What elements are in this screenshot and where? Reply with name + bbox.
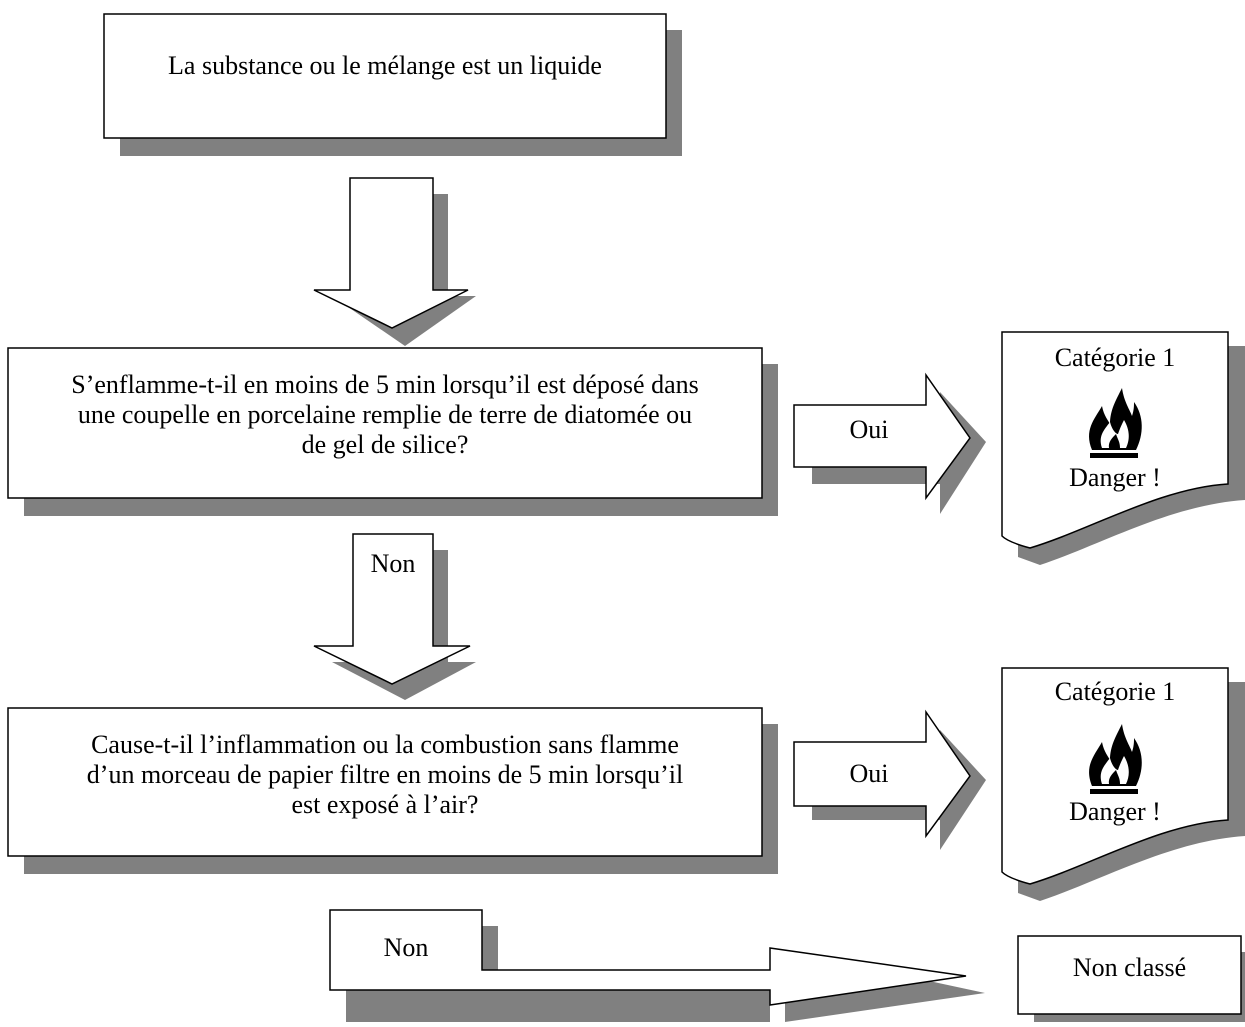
yes-label-2: Oui: [849, 759, 889, 788]
result2-box: [1001, 667, 1245, 901]
question1-box: [7, 347, 778, 516]
no-label-2: Non: [383, 933, 429, 962]
yes-arrow-2: [793, 709, 986, 850]
no-arrow-final: [329, 909, 985, 1022]
start-label: La substance ou le mélange est un liquid…: [168, 51, 602, 80]
result1-box: [1001, 331, 1245, 565]
result2-signal: Danger !: [1069, 797, 1161, 826]
result1-signal: Danger !: [1069, 463, 1161, 492]
question2-label: Cause-t-il l’inflammation ou la combusti…: [86, 730, 684, 819]
question1-label: S’enflamme-t-il en moins de 5 min lorsqu…: [71, 370, 699, 459]
start-box: [103, 13, 682, 156]
not-classified-label: Non classé: [1072, 953, 1187, 982]
not-classified-box: [1017, 935, 1245, 1022]
down-arrow-2: [313, 533, 476, 700]
down-arrow-1: [313, 177, 476, 346]
no-label-1: Non: [370, 549, 416, 578]
result1-category: Catégorie 1: [1054, 343, 1176, 372]
yes-arrow-1: [793, 372, 986, 514]
question2-box: [7, 707, 778, 874]
yes-label-1: Oui: [849, 415, 889, 444]
result2-category: Catégorie 1: [1054, 677, 1176, 706]
